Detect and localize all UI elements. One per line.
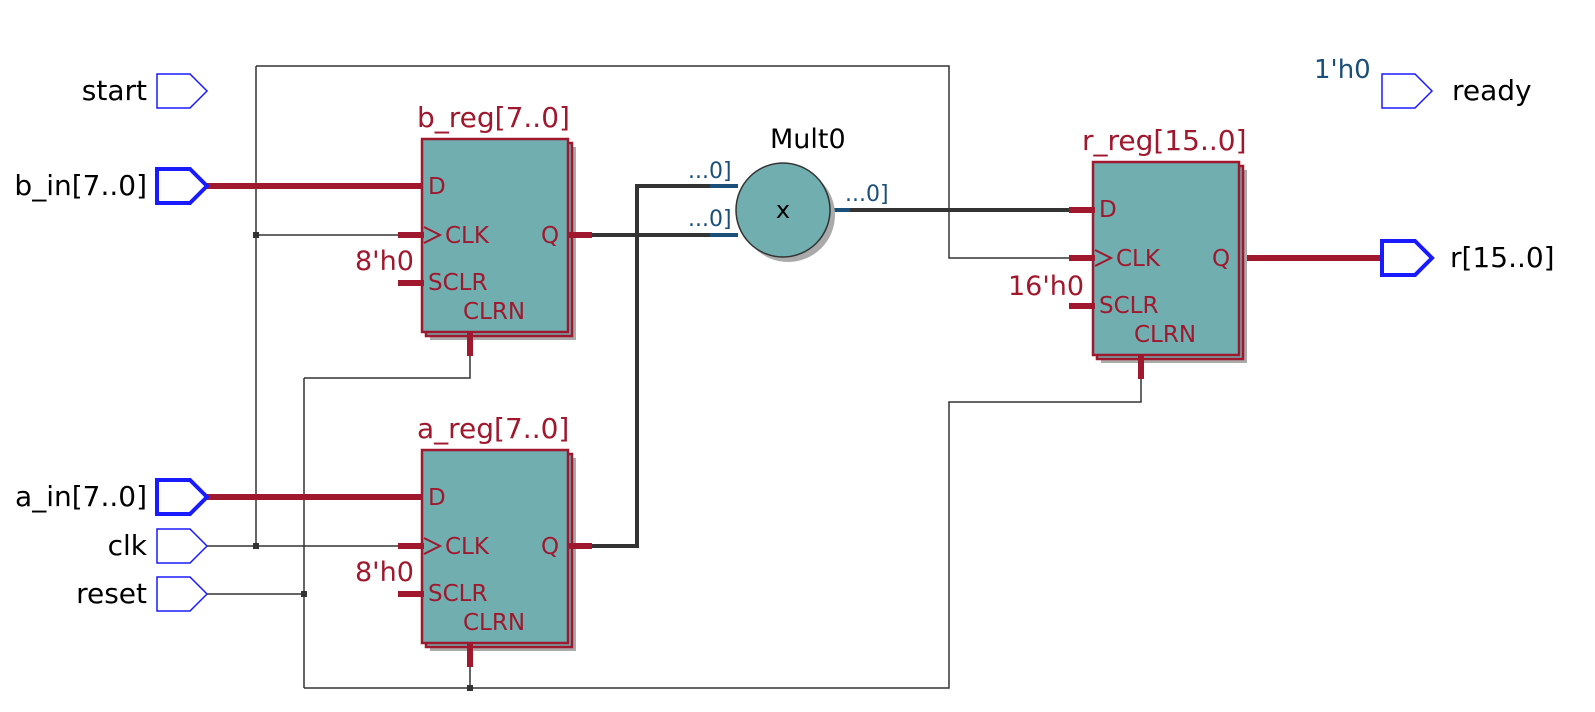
b-reg-pin-clk: CLK	[445, 223, 490, 249]
port-start-label: start	[82, 74, 147, 107]
register-a-reg	[398, 448, 592, 667]
port-ready-label: ready	[1452, 74, 1532, 107]
a-reg-sclr-const: 8'h0	[355, 557, 414, 588]
r-reg-pin-clk: CLK	[1116, 246, 1161, 272]
port-a-in-shape	[155, 478, 210, 516]
a-reg-body	[420, 448, 570, 645]
r-reg-clk-triangle	[1094, 249, 1114, 267]
junction-dot	[467, 685, 473, 691]
junction-dot	[253, 232, 259, 238]
port-ready-shape	[1381, 73, 1434, 109]
b-reg-pin-q: Q	[541, 223, 559, 249]
b-reg-sclr-const: 8'h0	[355, 246, 414, 277]
junction-dot	[301, 591, 307, 597]
a-reg-title: a_reg[7..0]	[417, 412, 569, 445]
a-reg-clk-triangle	[423, 537, 443, 555]
red-buses	[207, 183, 1382, 500]
port-r-label: r[15..0]	[1450, 241, 1555, 274]
r-reg-sclr-const: 16'h0	[1008, 271, 1084, 302]
wire-start-loop	[256, 65, 1072, 259]
r-reg-body	[1091, 160, 1241, 357]
r-reg-pin-q: Q	[1212, 246, 1230, 272]
b-reg-title: b_reg[7..0]	[417, 101, 570, 134]
mult-symbol: x	[776, 196, 790, 224]
r-reg-title: r_reg[15..0]	[1082, 124, 1247, 157]
port-clk-shape	[156, 528, 209, 564]
a-reg-pin-d: D	[428, 485, 446, 511]
data-wires	[590, 184, 1072, 548]
port-reset-shape	[156, 576, 209, 612]
io-ports	[155, 73, 1435, 612]
port-clk-label: clk	[108, 529, 148, 562]
port-reset-label: reset	[76, 577, 147, 610]
junction-dot	[253, 543, 259, 549]
r-reg-pin-sclr: SCLR	[1099, 293, 1158, 319]
port-b-in-label: b_in[7..0]	[14, 169, 147, 202]
port-b-in-shape	[155, 167, 210, 205]
b-reg-pin-d: D	[428, 174, 446, 200]
a-reg-pin-q: Q	[541, 534, 559, 560]
register-b-reg	[398, 137, 592, 356]
a-reg-pin-clrn: CLRN	[463, 610, 525, 636]
control-wires	[207, 65, 1142, 689]
port-a-in-label: a_in[7..0]	[15, 480, 147, 513]
port-start-shape	[156, 73, 209, 109]
b-reg-pin-clrn: CLRN	[463, 299, 525, 325]
mult-title: Mult0	[770, 124, 846, 155]
r-reg-pin-clrn: CLRN	[1134, 322, 1196, 348]
wire-reset-b	[304, 355, 471, 379]
a-reg-pin-sclr: SCLR	[428, 581, 487, 607]
a-reg-pin-clk: CLK	[445, 534, 490, 560]
b-reg-clk-triangle	[423, 226, 443, 244]
mult-body	[735, 162, 831, 258]
mult-out-label: ...0]	[845, 182, 889, 207]
mult-in-a-label: ...0]	[688, 159, 732, 184]
wire-reset-bottom	[304, 378, 1142, 689]
r-reg-pin-d: D	[1099, 197, 1117, 223]
multiplier-mult0	[735, 162, 835, 262]
mult-in-b-label: ...0]	[688, 207, 732, 232]
port-r-shape	[1380, 239, 1435, 277]
wire-aq-to-mult	[590, 184, 714, 548]
b-reg-pin-sclr: SCLR	[428, 270, 487, 296]
junctions	[253, 232, 473, 691]
register-r-reg	[1069, 160, 1247, 379]
const-ready-value: 1'h0	[1314, 55, 1371, 85]
